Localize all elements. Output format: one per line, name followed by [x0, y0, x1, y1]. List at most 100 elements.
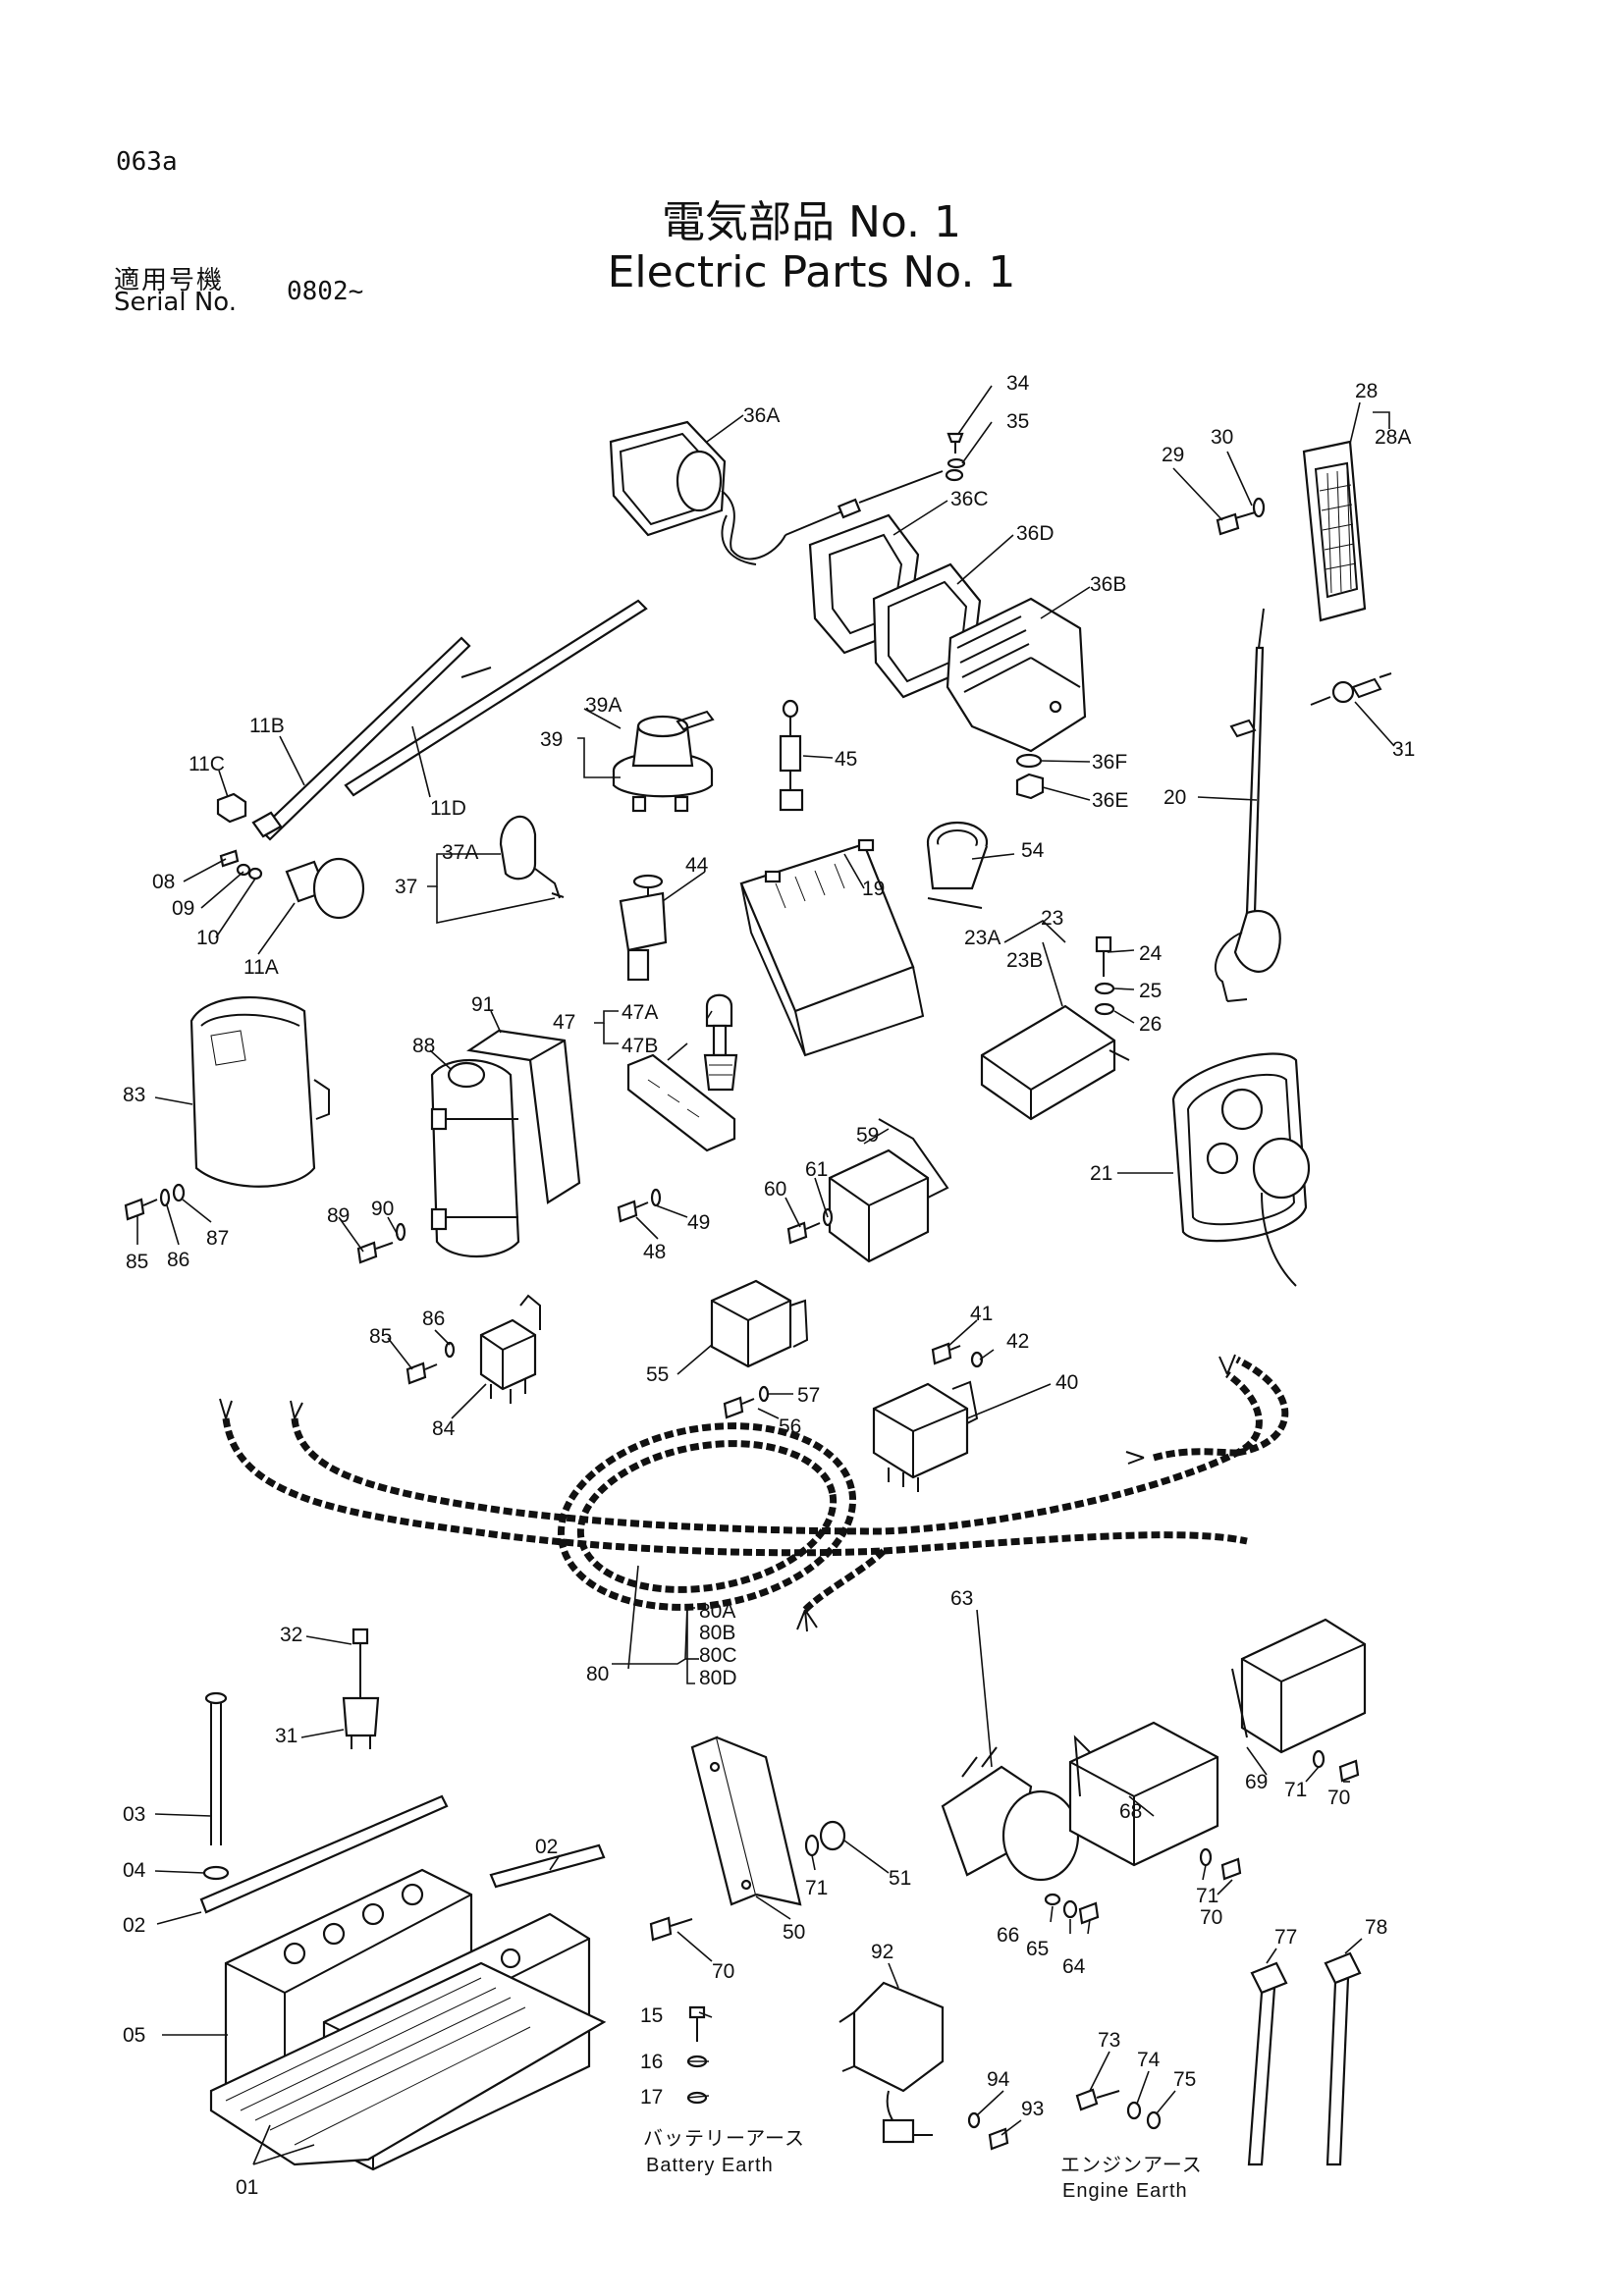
battery-hold-bar-02 — [199, 1794, 606, 1914]
callout-78: 78 — [1365, 1916, 1387, 1939]
callout-54: 54 — [1021, 839, 1045, 862]
engine-earth-bolt — [1075, 2088, 1162, 2130]
callout-47: 47 — [553, 1011, 575, 1034]
lamp-body-36B — [946, 597, 1087, 753]
washer-bolt-71-70-second — [1199, 1847, 1242, 1881]
callout-80D: 80D — [699, 1667, 737, 1689]
engine-earth-caption-english: Engine Earth — [1062, 2180, 1188, 2202]
callout-47A: 47A — [622, 1001, 658, 1024]
fuse-block-47B — [626, 1053, 736, 1152]
callout-59: 59 — [856, 1124, 879, 1147]
serial-number-value: 0802~ — [287, 277, 364, 306]
battery-earth-bolt — [686, 2005, 708, 2105]
screw-85-86-second — [406, 1341, 456, 1385]
callout-37A: 37A — [442, 841, 478, 864]
callout-04: 04 — [123, 1859, 146, 1882]
relay-84 — [479, 1294, 541, 1404]
callout-11B: 11B — [249, 715, 285, 737]
callout-66: 66 — [997, 1924, 1019, 1947]
lamp-washer-nut-36F-36E — [1015, 753, 1045, 800]
socket-37 — [499, 815, 565, 899]
speaker-21 — [1171, 1052, 1311, 1287]
callout-11D: 11D — [430, 797, 466, 820]
antenna-assembly — [1214, 608, 1281, 1002]
callout-55: 55 — [646, 1363, 669, 1386]
work-lamp-assembly — [609, 420, 944, 565]
callout-25: 25 — [1139, 980, 1162, 1002]
callout-44: 44 — [685, 854, 709, 877]
callout-89: 89 — [327, 1204, 350, 1227]
callout-75: 75 — [1173, 2068, 1196, 2091]
callout-36D: 36D — [1016, 522, 1055, 545]
callout-64: 64 — [1062, 1955, 1086, 1978]
earth-captions: バッテリーアース Battery Earth エンジンアース Engine Ea… — [643, 2128, 1202, 2202]
callout-60: 60 — [764, 1178, 786, 1201]
callout-71-relay68: 71 — [1196, 1885, 1218, 1907]
antenna-connector-31 — [1310, 672, 1392, 706]
callout-51: 51 — [889, 1867, 911, 1890]
callout-65: 65 — [1026, 1938, 1049, 1960]
callout-68: 68 — [1119, 1800, 1142, 1823]
screw-93-94 — [967, 2111, 1009, 2151]
callout-93: 93 — [1021, 2098, 1044, 2120]
callout-80A: 80A — [699, 1600, 735, 1623]
connector-plug-45 — [779, 699, 804, 812]
fuse-box-19 — [739, 838, 925, 1057]
callout-47B: 47B — [622, 1035, 658, 1057]
relay-59 — [828, 1118, 949, 1263]
switch-knob-32 — [352, 1628, 369, 1659]
washer-bolt-71-70-third — [1312, 1749, 1360, 1783]
callout-bracket-80 — [686, 1607, 695, 1684]
cover-83 — [189, 996, 330, 1188]
relay-23 — [980, 1004, 1130, 1121]
serial-label-english: Serial No. — [114, 288, 237, 317]
wire-harness-80 — [219, 1354, 1289, 1632]
callout-11C: 11C — [189, 753, 225, 775]
callout-08: 08 — [152, 871, 175, 893]
callout-40: 40 — [1055, 1371, 1078, 1394]
callout-45: 45 — [835, 748, 857, 771]
callout-39: 39 — [540, 728, 563, 751]
callout-70-relay68: 70 — [1200, 1906, 1222, 1929]
relay-plate-50 — [690, 1735, 802, 1906]
callout-02-right: 02 — [535, 1836, 558, 1858]
callout-03: 03 — [123, 1803, 145, 1826]
toggle-switch-31 — [342, 1659, 380, 1749]
callout-80: 80 — [586, 1663, 609, 1685]
callout-36F: 36F — [1092, 751, 1127, 774]
callout-36A: 36A — [743, 404, 780, 427]
callout-57: 57 — [797, 1384, 820, 1407]
relay-69 — [1231, 1618, 1367, 1754]
key-switch-39 — [612, 710, 715, 813]
regulator-92 — [839, 1981, 945, 2144]
callout-41: 41 — [970, 1303, 993, 1325]
relay-40 — [872, 1380, 979, 1492]
callout-84: 84 — [432, 1417, 456, 1440]
callout-29: 29 — [1162, 444, 1184, 466]
callout-32: 32 — [280, 1624, 302, 1646]
callout-83: 83 — [123, 1084, 145, 1106]
bolt-70-first — [649, 1916, 693, 1942]
callout-19: 19 — [862, 878, 885, 900]
callout-31-switch: 31 — [275, 1725, 298, 1747]
callout-23: 23 — [1041, 907, 1063, 930]
callout-21: 21 — [1090, 1162, 1112, 1185]
screw-85-86-87 — [124, 1183, 186, 1221]
page-title-japanese: 電気部品 No. 1 — [661, 197, 961, 247]
wiper-blade-11D — [344, 599, 648, 797]
callout-28A: 28A — [1375, 426, 1411, 449]
switch-44 — [619, 874, 668, 982]
screw-41-42 — [931, 1342, 984, 1368]
screw-60-61 — [786, 1207, 834, 1245]
callout-73: 73 — [1098, 2029, 1120, 2052]
relay-68 — [1068, 1721, 1219, 1867]
starter-relay-63 — [941, 1746, 1080, 1882]
cable-tie-77 — [1247, 1961, 1288, 2166]
callout-74: 74 — [1137, 2049, 1161, 2071]
battery-earth-caption-english: Battery Earth — [646, 2155, 774, 2176]
relay-55 — [710, 1279, 809, 1368]
callout-30: 30 — [1211, 426, 1233, 449]
callout-85-lower: 85 — [369, 1325, 392, 1348]
callout-20: 20 — [1163, 786, 1186, 809]
callout-23A: 23A — [964, 927, 1001, 949]
